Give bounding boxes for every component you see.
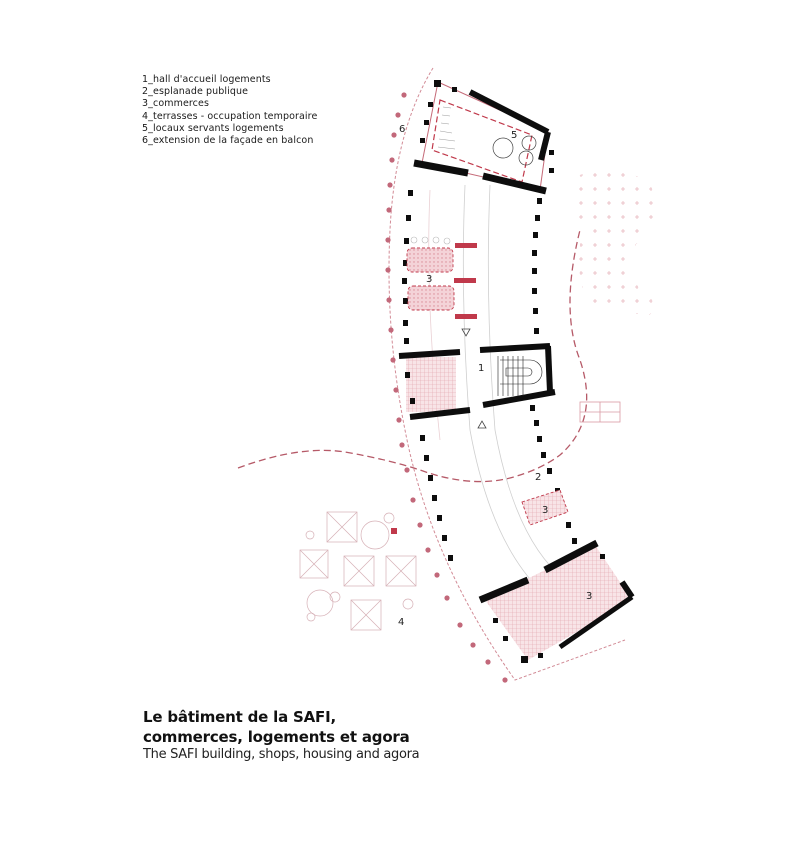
planted-zone [571,169,656,315]
label-shop-upper: 3 [426,274,432,285]
upper-shops: 3 [406,236,477,337]
mid-shop: 3 2 [521,472,569,526]
legend-item-hall: 1_hall d'accueil logements [142,74,271,85]
caption-title-line2: commerces, logements et agora [143,728,410,746]
label-hall: 1 [478,363,484,374]
legend-item-esplanade: 2_esplanade publique [142,86,249,98]
legend-item-shops: 3_commerces [142,98,209,110]
figure-caption: Le bâtiment de la SAFI, commerces, logem… [143,707,420,763]
entrance-hall: 1 [398,343,556,429]
entrance-arrow-icon [461,328,471,337]
balcony-line [388,67,626,681]
label-shop-mid: 3 [542,505,548,516]
entrance-arrow-icon [477,420,487,429]
label-balcony: 6 [399,124,405,135]
caption-title-line1: Le bâtiment de la SAFI, [143,708,336,726]
services-block: 5 6 [399,80,554,195]
label-esplanade: 2 [535,472,541,483]
caption-subtitle: The SAFI building, shops, housing and ag… [143,747,420,762]
plan-legend: 1_hall d'accueil logements 2_esplanade p… [142,74,317,147]
label-shop-lower: 3 [586,591,592,602]
tree-marker [391,528,397,534]
staircase [497,356,543,396]
outdoor-table [579,401,621,423]
balcony-posts [385,92,508,683]
terraces [299,511,417,631]
label-services: 5 [511,130,517,141]
label-terraces: 4 [398,617,404,628]
columns-left [402,190,453,561]
legend-item-services: 5_locaux servants logements [142,122,284,134]
esplanade-boundary [237,229,588,483]
lower-shop: 3 [478,539,635,663]
legend-item-terraces: 4_terrasses - occupation temporaire [142,110,318,122]
legend-item-balcony: 6_extension de la façade en balcon [142,135,314,147]
